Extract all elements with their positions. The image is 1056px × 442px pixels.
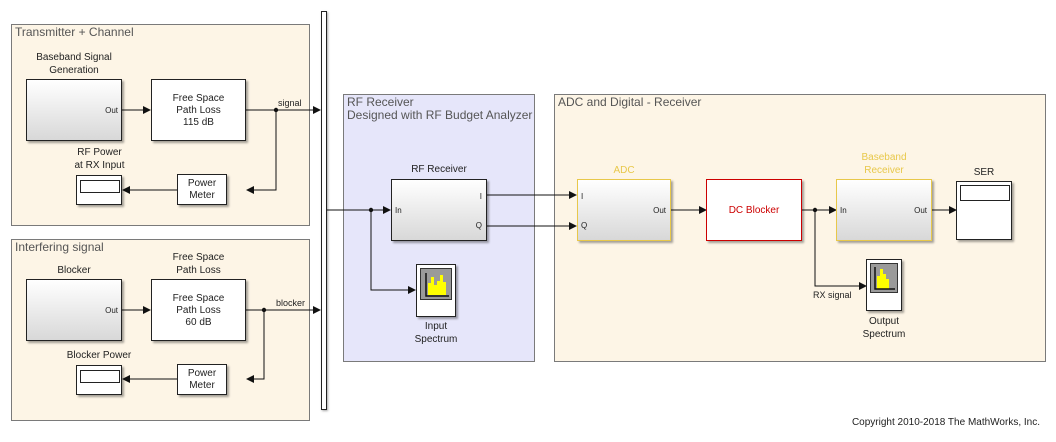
adc-label: ADC (613, 165, 635, 176)
branch-point (261, 307, 267, 313)
output-spectrum-block[interactable] (866, 259, 902, 311)
out-port: Out (653, 206, 666, 215)
rf-receiver-block[interactable]: In I Q (391, 179, 487, 241)
block-text-line3: 115 dB (183, 117, 214, 128)
block-text-line2: Meter (189, 190, 215, 201)
signal-label-rx: RX signal (813, 290, 852, 300)
rf-power-label-line2: at RX Input (74, 160, 125, 171)
input-spectrum-label-line2: Spectrum (414, 334, 458, 345)
wire-tap-to-input-spectrum (370, 210, 416, 294)
block-text-line1: Power (187, 178, 217, 189)
out-port: Out (105, 306, 118, 315)
output-spectrum-label-line1: Output (868, 316, 900, 327)
copyright-notice: Copyright 2010-2018 The MathWorks, Inc. (851, 417, 1040, 428)
block-text-line1: Power (187, 368, 217, 379)
output-spectrum-label-line2: Spectrum (862, 329, 906, 340)
rf-power-display-block[interactable] (76, 175, 122, 205)
in-port: In (840, 206, 847, 215)
display-readout (960, 185, 1010, 201)
i-port: I (479, 192, 482, 201)
spectrum-icon (874, 267, 895, 290)
baseband-gen-label-line1: Baseband Signal (36, 52, 112, 63)
block-text-line2: Path Loss (176, 305, 221, 316)
signal-label-signal: signal (278, 98, 302, 108)
wire-tap-to-powermeter-blk (246, 310, 265, 383)
fspl-blk-label-line1: Free Space (172, 252, 225, 263)
rf-power-label-line1: RF Power (77, 147, 122, 158)
branch-point (273, 107, 279, 113)
in-port: In (395, 206, 402, 215)
block-text-line1: Free Space (172, 93, 225, 104)
baseband-gen-label-line2: Generation (49, 65, 99, 76)
out-port: Out (914, 206, 927, 215)
area-title: Transmitter + Channel (15, 25, 134, 39)
area-title-line1: RF Receiver (347, 95, 414, 109)
blocker-block[interactable]: Out (26, 279, 122, 341)
spectrum-screen (870, 263, 898, 293)
display-readout (80, 180, 120, 193)
area-title: Interfering signal (15, 240, 104, 254)
signal-label-blocker: blocker (276, 298, 306, 308)
area-title: ADC and Digital - Receiver (558, 95, 702, 109)
q-port: Q (475, 221, 482, 230)
baseband-receiver-block[interactable]: In Out (836, 179, 932, 241)
baseband-signal-generation-block[interactable]: Out (26, 79, 122, 141)
wire-tap-to-output-spectrum (814, 210, 867, 290)
fspl-115db-block[interactable]: Free Space Path Loss 115 dB (151, 79, 246, 141)
blocker-label: Blocker (57, 265, 91, 276)
block-text: DC Blocker (728, 205, 780, 216)
power-meter-tx-block[interactable]: Power Meter (177, 174, 227, 205)
adc-block[interactable]: I Q Out (577, 179, 671, 241)
bbrx-label-line1: Baseband (861, 152, 907, 163)
i-port: I (581, 192, 584, 201)
block-text-line1: Free Space (172, 293, 225, 304)
branch-point (368, 207, 374, 213)
block-text-line2: Meter (189, 380, 215, 391)
ser-label: SER (973, 167, 995, 178)
branch-point (812, 207, 818, 213)
spectrum-screen (420, 268, 452, 300)
spectrum-icon (425, 273, 449, 297)
ser-display-block[interactable] (956, 181, 1012, 240)
fspl-60db-block[interactable]: Free Space Path Loss 60 dB (151, 279, 246, 341)
rf-receiver-label: RF Receiver (411, 164, 467, 175)
signal-combiner-bus[interactable] (321, 11, 327, 410)
input-spectrum-block[interactable] (416, 264, 456, 317)
fspl-blk-label-line2: Path Loss (176, 265, 221, 276)
block-text-line3: 60 dB (185, 317, 212, 328)
blocker-power-label: Blocker Power (66, 350, 132, 361)
wire-tap-to-powermeter (246, 110, 277, 194)
input-spectrum-label-line1: Input (424, 321, 448, 332)
block-text-line2: Path Loss (176, 105, 221, 116)
q-port: Q (581, 221, 588, 230)
bbrx-label-line2: Receiver (864, 165, 904, 176)
display-readout (80, 370, 120, 383)
out-port: Out (105, 106, 118, 115)
area-title-line2: Designed with RF Budget Analyzer (347, 108, 533, 122)
dc-blocker-block[interactable]: DC Blocker (706, 179, 802, 241)
power-meter-blk-block[interactable]: Power Meter (177, 364, 227, 395)
blocker-power-display-block[interactable] (76, 365, 122, 395)
